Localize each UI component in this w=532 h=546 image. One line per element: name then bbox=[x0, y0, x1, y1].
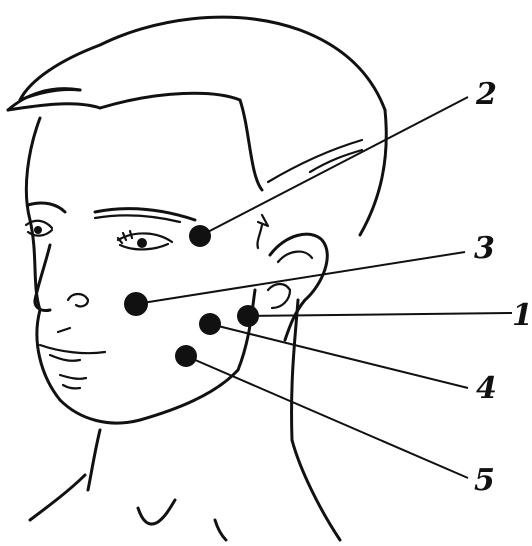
ear bbox=[257, 215, 327, 340]
hair bbox=[8, 17, 386, 235]
point-2-label: 2 bbox=[475, 77, 497, 112]
leader-line-2 bbox=[200, 97, 468, 236]
leader-line-1 bbox=[248, 313, 512, 316]
leader-line-3 bbox=[136, 252, 465, 304]
point-5-dot bbox=[175, 345, 197, 367]
point-2-dot bbox=[189, 225, 211, 247]
point-3-label: 3 bbox=[474, 231, 495, 266]
point-4-label: 4 bbox=[476, 371, 497, 406]
leader-line-5 bbox=[186, 356, 468, 478]
point-1-dot bbox=[237, 305, 259, 327]
leader-line-4 bbox=[210, 324, 468, 388]
eyes bbox=[26, 203, 195, 249]
nose bbox=[35, 245, 88, 311]
mouth bbox=[40, 328, 105, 388]
point-5-label: 5 bbox=[474, 463, 495, 498]
point-3-dot bbox=[124, 292, 148, 316]
point-1-label: 1 bbox=[512, 298, 532, 333]
face-outline bbox=[26, 118, 255, 423]
neck bbox=[30, 300, 340, 540]
point-labels: 1 2 3 4 5 bbox=[474, 77, 532, 498]
point-4-dot bbox=[199, 313, 221, 335]
